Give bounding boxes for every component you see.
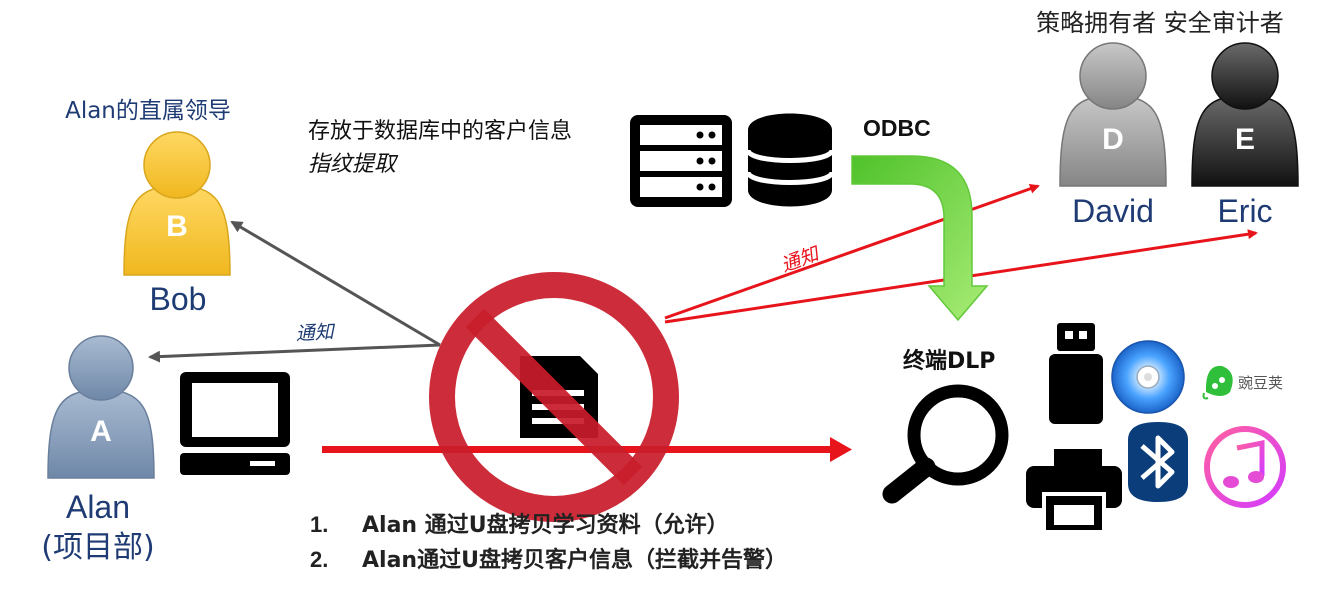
bob-name-label: Bob [150, 281, 207, 317]
laptop-icon [180, 372, 290, 475]
endpoint-dlp-label: 终端DLP [903, 348, 995, 374]
list-item-2-num: 2. [310, 547, 328, 572]
list-item-2-text: Alan通过U盘拷贝客户信息（拦截并告警） [362, 547, 787, 573]
alan-name-label: Alan [66, 489, 130, 525]
list-item-1-text: Alan 通过U盘拷贝学习资料（允许） [362, 512, 729, 538]
arrow-to-bob [230, 220, 441, 347]
magnifier-icon [882, 384, 1009, 504]
server-icon [630, 115, 732, 207]
wandoujia-icon: 豌豆荚 [1202, 365, 1283, 400]
db-sub-caption: 指纹提取 [308, 152, 399, 177]
odbc-arrow [851, 155, 989, 322]
alan-dept-label: (项目部) [41, 530, 154, 565]
person-david-letter: D [1102, 123, 1124, 156]
person-alan-letter: A [90, 415, 112, 448]
list-item-1-num: 1. [310, 512, 328, 537]
notify-left-label: 通知 [295, 321, 336, 345]
person-eric-letter: E [1235, 123, 1255, 156]
prohibit-icon [429, 272, 679, 522]
database-icon [745, 113, 835, 207]
roles-label: 策略拥有者 安全审计者 [1036, 9, 1284, 37]
music-icon [1204, 426, 1286, 508]
bob-role-label: Alan的直属领导 [65, 98, 231, 124]
wandoujia-label: 豌豆荚 [1238, 374, 1283, 392]
eric-name-label: Eric [1217, 193, 1272, 229]
arrow-to-alan [148, 343, 441, 363]
usb-drive-icon [1049, 323, 1103, 424]
bluetooth-icon [1128, 422, 1188, 502]
person-david-icon: D [1059, 42, 1167, 187]
person-bob-letter: B [166, 210, 188, 243]
person-eric-icon: E [1191, 42, 1299, 187]
odbc-label: ODBC [863, 115, 931, 141]
person-alan-icon: A [47, 335, 155, 479]
person-bob-icon: B [123, 131, 231, 276]
db-caption: 存放于数据库中的客户信息 [308, 119, 572, 144]
copy-arrow [322, 437, 852, 462]
david-name-label: David [1072, 193, 1154, 229]
printer-icon [1026, 449, 1122, 534]
arrow-to-david [664, 183, 1040, 320]
cd-icon [1111, 340, 1185, 414]
